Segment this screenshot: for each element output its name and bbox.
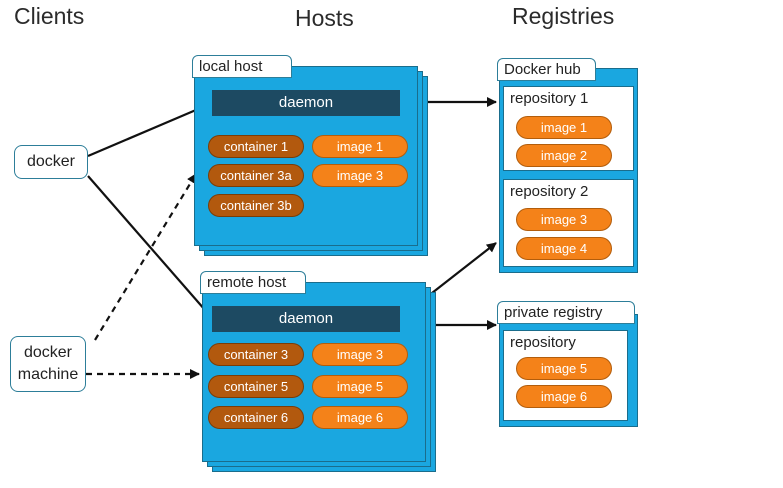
private-repository-label: repository [510,334,576,351]
local-container-3a: container 3a [208,164,304,187]
docker-machine-label-line1: docker [23,344,73,361]
remote-image-5: image 5 [312,375,408,398]
private-image-5: image 5 [516,357,612,380]
repository-2-label: repository 2 [510,183,589,200]
clients-header: Clients [14,3,85,29]
repository-1-label: repository 1 [510,90,589,107]
hub-repo2-image-3: image 3 [516,208,612,231]
hub-repo2-image-4: image 4 [516,237,612,260]
remote-image-3: image 3 [312,343,408,366]
docker-hub-title: Docker hub [497,58,596,81]
hub-repo1-image-1: image 1 [516,116,612,139]
local-host-title: local host [192,55,292,78]
docker-machine-client: docker machine [10,336,86,392]
local-container-1: container 1 [208,135,304,158]
arrow-machine-to-local-host [94,173,197,341]
remote-daemon: daemon [212,306,400,332]
local-container-3b: container 3b [208,194,304,217]
remote-host-title: remote host [200,271,306,294]
docker-client: docker [14,145,88,179]
local-image-3: image 3 [312,164,408,187]
arrow-docker-to-local-daemon [87,102,211,158]
local-daemon: daemon [212,90,400,116]
remote-container-3: container 3 [208,343,304,366]
private-registry-title: private registry [497,301,635,324]
remote-container-6: container 6 [208,406,304,429]
hub-repo1-image-2: image 2 [516,144,612,167]
local-image-1: image 1 [312,135,408,158]
arrow-docker-to-remote-daemon [87,175,213,319]
docker-client-label: docker [26,153,76,170]
docker-machine-label-line2: machine [17,366,79,383]
remote-container-5: container 5 [208,375,304,398]
registries-header: Registries [512,3,615,29]
remote-image-6: image 6 [312,406,408,429]
private-image-6: image 6 [516,385,612,408]
hosts-header: Hosts [295,5,354,31]
